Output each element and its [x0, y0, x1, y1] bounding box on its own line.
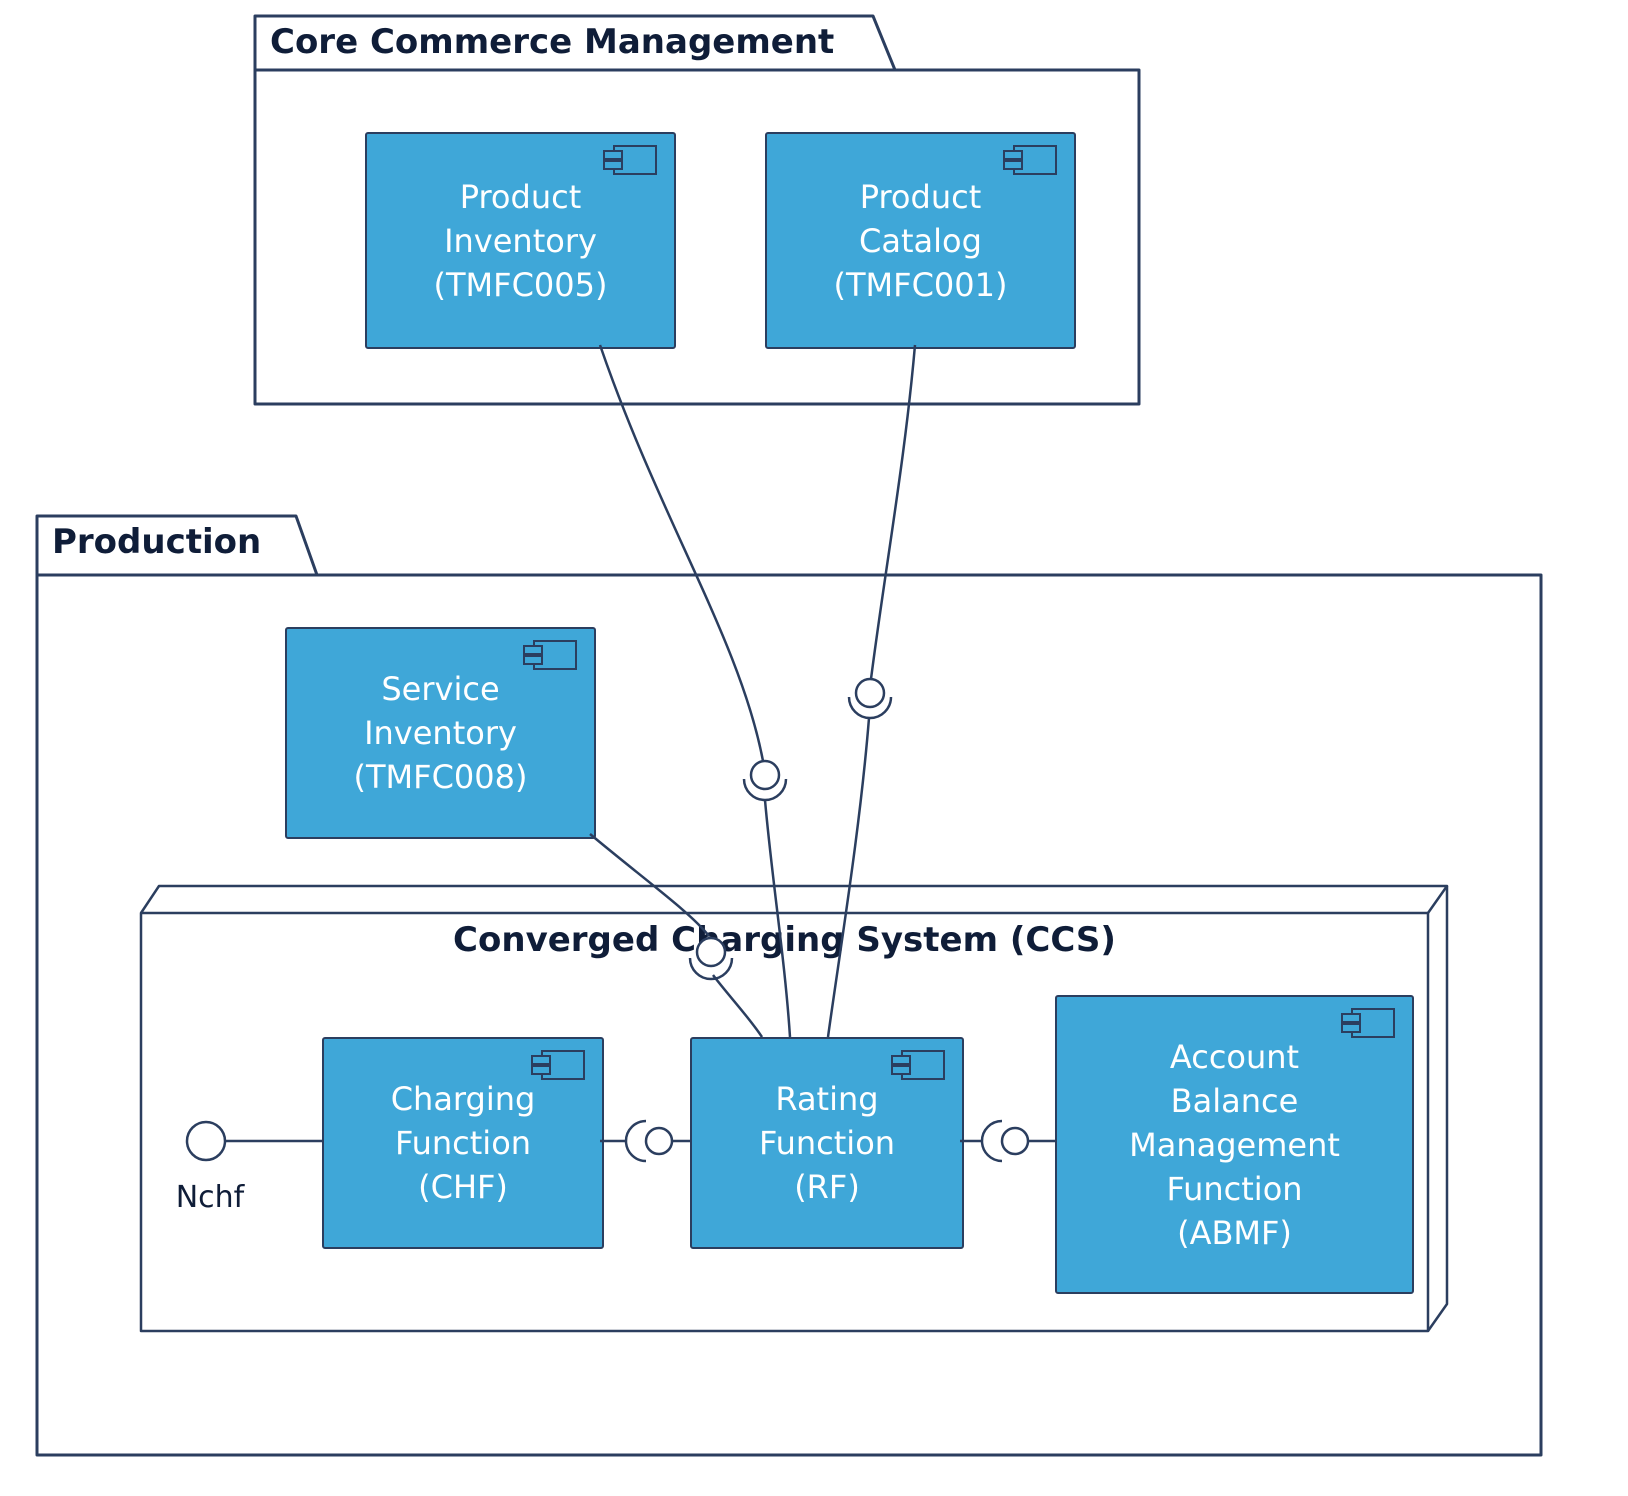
ball-interface-icon [854, 677, 886, 709]
connector-product-inventory-rating-lower [763, 799, 792, 1038]
package-title-production: Production [52, 522, 262, 562]
package-title-core-commerce: Core Commerce Management [270, 22, 835, 62]
socket-icon [688, 957, 734, 981]
component-label: Service Inventory (TMFC008) [353, 670, 528, 796]
socket-icon [980, 1119, 1003, 1163]
node-outline-ccs-top [139, 884, 1449, 914]
node-outline-ccs-side [1426, 886, 1449, 1332]
interface-label-nchf: Nchf [175, 1180, 245, 1215]
connector-product-catalog-rating-lower [826, 717, 871, 1038]
component-charging-function: Charging Function (CHF) [322, 1037, 604, 1249]
connector-product-inventory-rating [598, 344, 765, 762]
component-product-catalog: Product Catalog (TMFC001) [765, 132, 1076, 349]
component-product-inventory: Product Inventory (TMFC005) [365, 132, 676, 349]
lollipop-interface-icon [185, 1120, 227, 1162]
component-service-inventory: Service Inventory (TMFC008) [285, 627, 596, 839]
component-abmf: Account Balance Management Function (ABM… [1055, 995, 1414, 1294]
node-title-ccs: Converged Charging System (CCS) [453, 920, 1116, 960]
connector-service-inventory-rating-lower [712, 974, 764, 1038]
ball-interface-icon [1000, 1126, 1030, 1156]
ball-interface-icon [749, 759, 781, 791]
socket-icon [847, 696, 893, 720]
component-label: Account Balance Management Function (ABM… [1129, 1037, 1340, 1252]
socket-icon [624, 1119, 647, 1163]
component-label: Charging Function (CHF) [390, 1080, 536, 1206]
component-label: Product Catalog (TMFC001) [833, 177, 1008, 304]
package-outline-production [35, 514, 1543, 1457]
socket-icon [742, 778, 788, 802]
component-label: Product Inventory (TMFC005) [433, 177, 608, 304]
component-label: Rating Function (RF) [758, 1080, 896, 1206]
component-rating-function: Rating Function (RF) [690, 1037, 964, 1249]
connector-product-catalog-rating [869, 344, 917, 680]
ball-interface-icon [644, 1126, 674, 1156]
